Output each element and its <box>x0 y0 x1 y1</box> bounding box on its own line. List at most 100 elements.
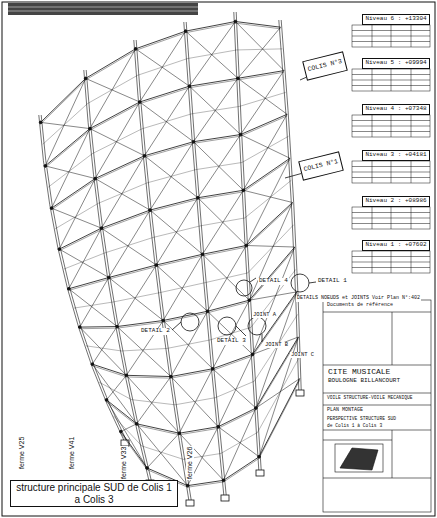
node-joint <box>197 196 200 199</box>
rib-tube <box>41 115 126 440</box>
diagonal-member <box>156 265 207 311</box>
detail-label: DETAIL 3 <box>216 338 247 345</box>
node-joint <box>217 425 220 428</box>
chord-member <box>193 135 240 142</box>
chord-member <box>218 408 256 427</box>
purlin <box>64 253 105 269</box>
chord-member <box>179 427 218 433</box>
diagonal-member <box>253 247 295 354</box>
diagonal-member <box>171 311 208 376</box>
purlin <box>248 225 294 273</box>
joint-label: JOINT A <box>252 312 277 318</box>
node-joint <box>206 310 209 313</box>
level-table <box>352 251 430 273</box>
diagonal-member <box>235 22 284 71</box>
node-joint <box>245 244 248 247</box>
chord-member <box>86 49 136 79</box>
node-joint <box>155 264 158 267</box>
level-header-text: Niveau 5 : +09994 <box>365 60 426 67</box>
table-rule <box>391 115 392 137</box>
chord-member <box>41 78 86 122</box>
chord-member <box>101 210 150 228</box>
diagonal-member <box>45 166 95 179</box>
diagonal-member <box>246 246 295 248</box>
colis-callout: COLIS N°1 <box>298 151 344 181</box>
diagonal-member <box>41 122 90 128</box>
diagonal-member <box>156 198 198 265</box>
node-joint <box>134 48 137 51</box>
diagonal-member <box>150 210 202 254</box>
diagonal-member <box>92 364 136 424</box>
level-header: Niveau 1 : +07602 <box>362 240 430 251</box>
node-joint <box>211 367 214 370</box>
chord-member <box>235 22 280 28</box>
node-joint <box>234 20 237 23</box>
purlin <box>113 293 160 302</box>
rib-tube <box>39 115 124 440</box>
chord-member <box>241 114 288 134</box>
table-rule <box>411 161 412 183</box>
chord-member <box>156 254 202 265</box>
chord-member <box>144 143 193 157</box>
foot-plate <box>256 470 264 476</box>
purlin <box>200 218 245 226</box>
chord-member <box>106 400 136 424</box>
level-table <box>352 161 430 183</box>
node-joint <box>120 430 123 433</box>
level-header-text: Niveau 4 : +07348 <box>365 106 426 113</box>
purlin <box>55 203 98 228</box>
diagonal-member <box>137 377 171 424</box>
chord-member <box>213 356 253 370</box>
chord-member <box>140 86 190 102</box>
chord-member <box>186 22 236 32</box>
diagonal-member <box>238 27 281 78</box>
foot-plate <box>186 500 194 506</box>
detail-label: DETAIL 1 <box>317 278 348 285</box>
node-joint <box>107 276 110 279</box>
node-joint <box>50 207 53 210</box>
diagonal-member <box>203 190 244 254</box>
chord-member <box>45 130 90 167</box>
node-joint <box>116 325 119 328</box>
node-joint <box>105 399 108 402</box>
table-rule <box>372 161 373 183</box>
chord-member <box>238 72 284 80</box>
diagonal-member <box>256 379 300 408</box>
block-text: VOILE STRUCTURE-VOILE MECANIQUE <box>326 395 413 400</box>
node-joint <box>100 227 103 230</box>
chord-member <box>101 212 150 230</box>
chord-member <box>80 328 117 330</box>
diagonal-member <box>52 129 90 209</box>
chord-member <box>69 279 109 290</box>
purlin <box>48 154 92 188</box>
level-table <box>352 69 430 91</box>
diagonal-member <box>52 208 102 228</box>
caption-box-text: structure principale SUD de Colis 1 a Co… <box>15 482 173 505</box>
node-joint <box>258 455 261 458</box>
node-joint <box>222 479 225 482</box>
chord-member <box>203 247 247 256</box>
node-joint <box>67 287 70 290</box>
diagonal-member <box>243 190 292 202</box>
chord-member <box>249 247 294 300</box>
chord-member <box>193 136 240 143</box>
level-table <box>352 115 430 137</box>
diagonal-member <box>59 249 108 277</box>
chord-member <box>189 80 238 88</box>
node-joint <box>84 77 87 80</box>
node-joint <box>186 484 189 487</box>
node-joint <box>146 467 149 470</box>
chord-member <box>150 199 198 211</box>
purlin <box>86 346 122 351</box>
diagonal-member <box>218 354 252 426</box>
purlin <box>74 302 113 308</box>
level-table <box>352 207 430 229</box>
purlin <box>187 50 236 59</box>
chord-member <box>203 246 247 255</box>
chord-member <box>109 265 157 278</box>
block-heading: Documents de référence <box>326 303 394 309</box>
purlin <box>142 114 191 129</box>
level-header: Niveau 4 : +07348 <box>362 104 430 115</box>
table-rule <box>372 69 373 91</box>
node-joint <box>239 133 242 136</box>
